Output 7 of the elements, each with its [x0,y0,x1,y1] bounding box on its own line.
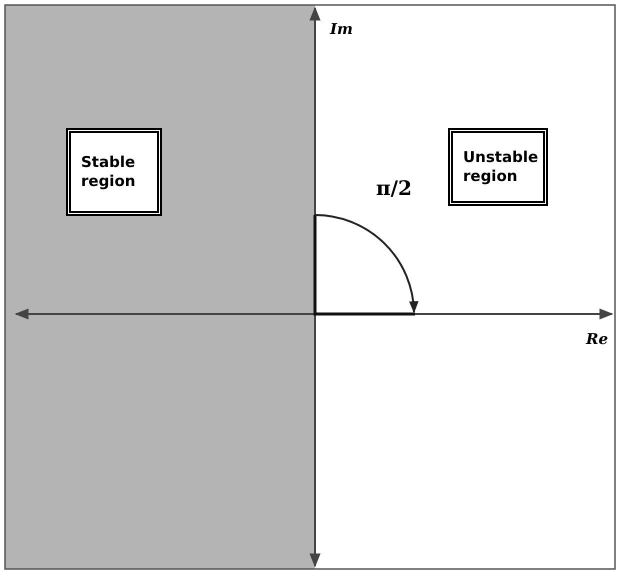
region-label: Stable region [81,153,136,191]
angle-label: π/2 [376,176,412,200]
region-box [448,128,548,206]
region-label: Unstable region [463,148,538,186]
axis-label: Re [586,330,608,348]
axis-label: Im [330,20,353,38]
region-box [66,128,162,216]
